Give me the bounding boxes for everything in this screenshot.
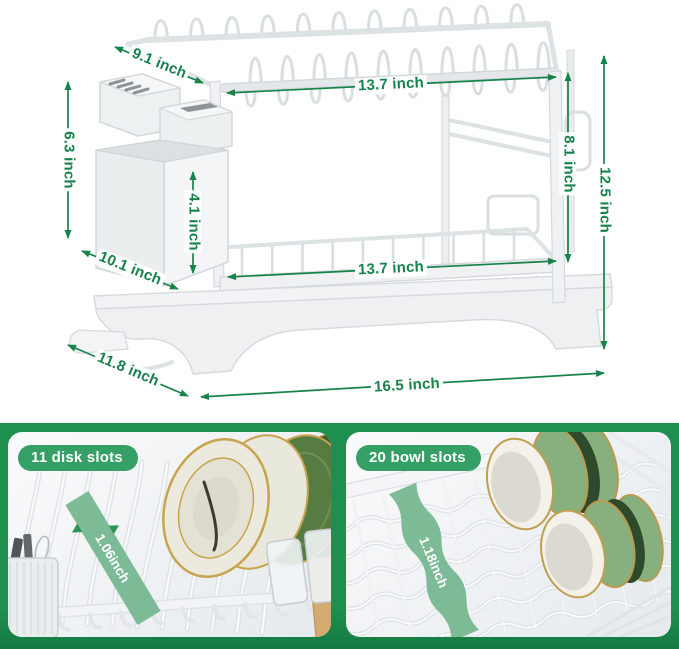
dimension-label: 13.7 inch	[354, 74, 428, 95]
dimension-label: 6.3 inch	[59, 128, 77, 192]
dimension-label: 13.7 inch	[354, 258, 428, 279]
drinking-glasses	[265, 528, 331, 607]
dish-rack-line-art	[64, 3, 613, 401]
bowl-slots-badge: 20 bowl slots	[356, 445, 481, 471]
utensil-holder	[8, 533, 59, 637]
bottom-basket-back-rail	[228, 226, 558, 262]
disk-slots-badge: 11 disk slots	[18, 445, 138, 471]
feature-panel-disk-slots: 1.06inch	[8, 432, 331, 637]
dimension-label: 12.5 inch	[595, 164, 613, 236]
bowls	[486, 432, 664, 599]
knife-block	[99, 73, 233, 155]
drain-tray	[69, 273, 613, 375]
bowl-slots-photo: 1.18inch	[346, 432, 671, 637]
feature-band: 1.06inch	[0, 423, 679, 649]
right-post	[548, 70, 566, 304]
feature-panel-bowl-slots: 1.18inch 20 bowl slots	[346, 432, 671, 637]
top-rack-middle-loops	[248, 41, 551, 90]
disk-slots-photo: 1.06inch	[8, 432, 331, 637]
top-rack-back-prongs	[153, 3, 525, 42]
dimension-label: 8.1 inch	[559, 132, 577, 196]
dimension-label: 4.1 inch	[184, 190, 202, 254]
